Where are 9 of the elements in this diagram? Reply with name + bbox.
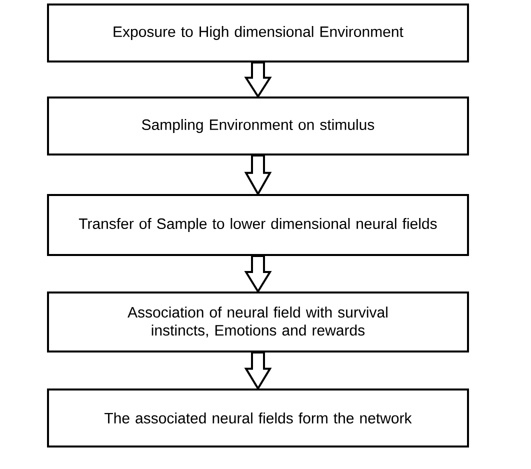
- block-arrow: [244, 154, 272, 196]
- block-arrow: [244, 352, 272, 390]
- process-box: Transfer of Sample to lower dimensional neural fields: [47, 194, 469, 256]
- process-box: Association of neural field with survival instincts, Emotions and rewards: [47, 292, 469, 352]
- process-box: Exposure to High dimensional Environment: [47, 4, 469, 62]
- block-arrow: [244, 255, 272, 294]
- process-box: The associated neural fields form the network: [47, 388, 469, 448]
- process-box: Sampling Environment on stimulus: [47, 96, 469, 156]
- block-arrow: [244, 62, 272, 98]
